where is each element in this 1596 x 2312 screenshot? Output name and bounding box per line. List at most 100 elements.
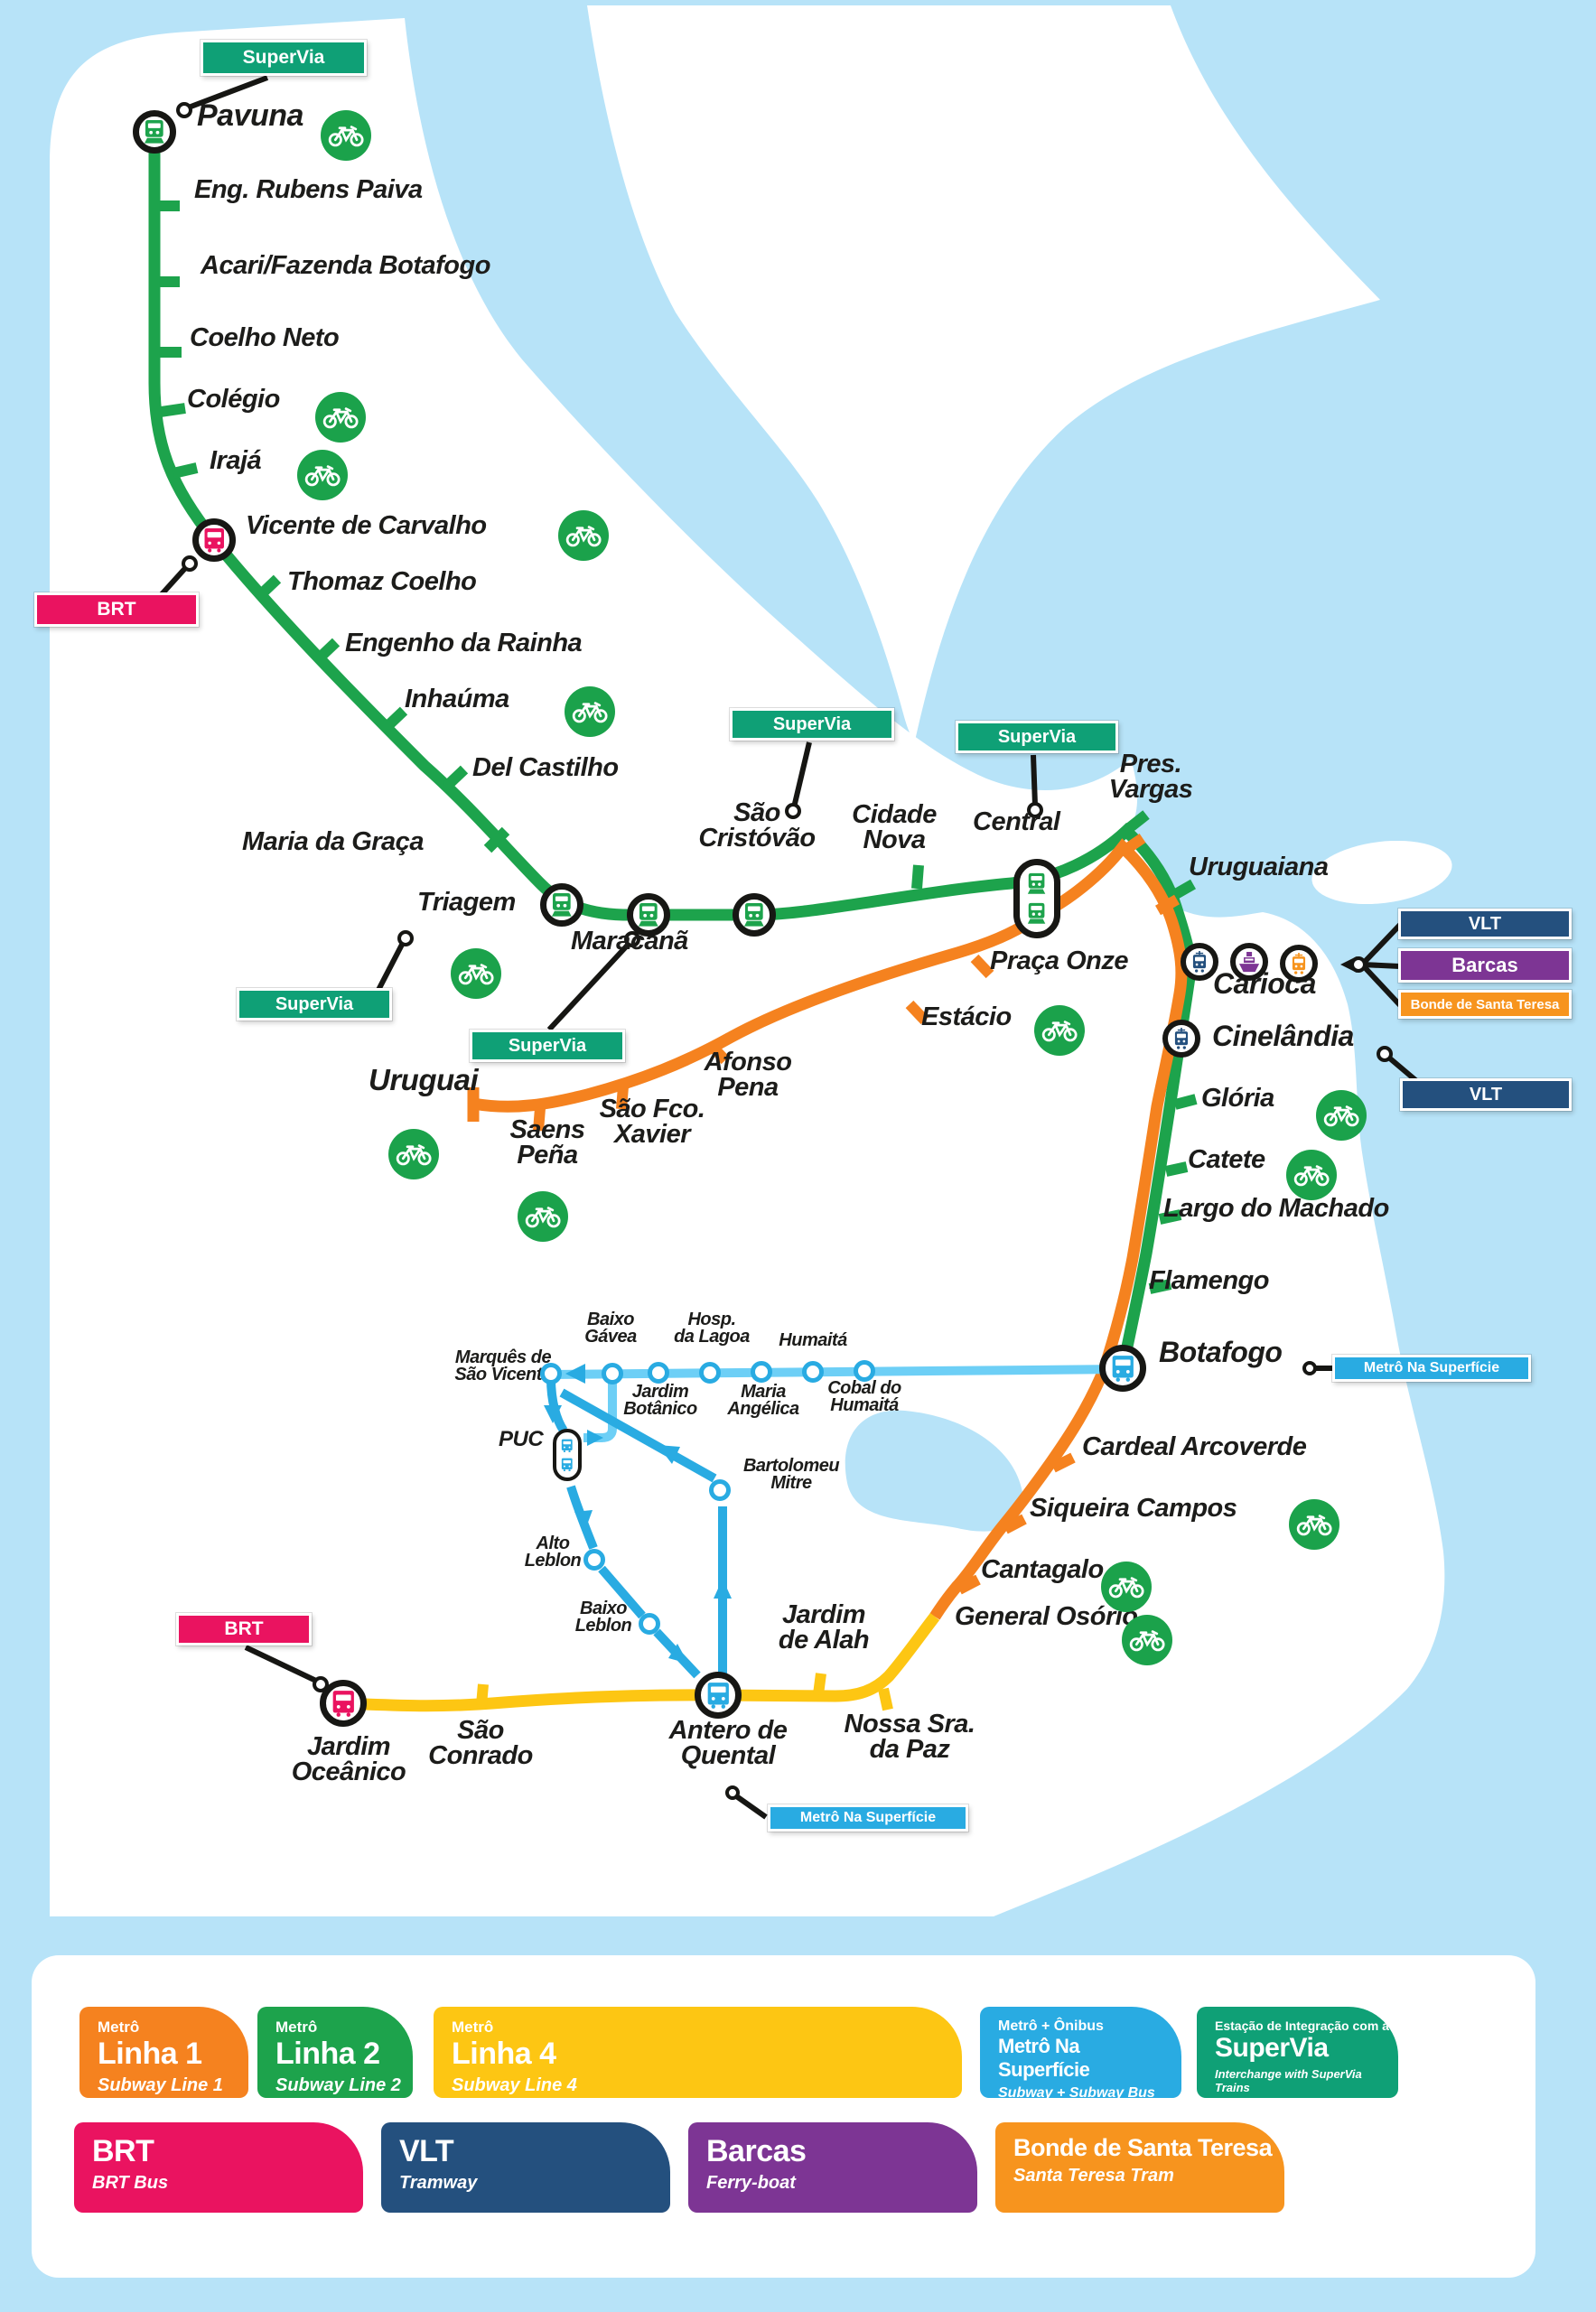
station-marker-carioca-barcas <box>1230 943 1268 981</box>
station-label-acari-fazenda-botafogo: Acari/Fazenda Botafogo <box>201 251 490 280</box>
linha-4-ticks <box>476 1673 893 1711</box>
station-label-uruguai: Uruguai <box>369 1063 479 1096</box>
bicycle-glyph <box>565 526 602 547</box>
ferry-icon <box>1237 951 1261 973</box>
legend-card-title: Bonde de Santa Teresa <box>1013 2134 1273 2161</box>
badge-vlt: VLT <box>1398 909 1572 939</box>
station-label-cantagalo: Cantagalo <box>981 1555 1104 1584</box>
station-label-hosp-da-lagoa: Hosp. da Lagoa <box>674 1310 750 1347</box>
station-label-maracana: Maracanã <box>571 927 688 956</box>
station-marker-pavuna <box>133 110 176 154</box>
station-label-sao-cristovao: São Cristóvão <box>698 798 816 853</box>
bicycle-glyph <box>1129 1630 1165 1652</box>
bicycle-glyph <box>1296 1515 1332 1536</box>
station-label-antero-de-quental: Antero de Quental <box>668 1716 788 1771</box>
legend-card-subtitle: BRT Bus <box>92 2173 169 2193</box>
station-label-humaita: Humaitá <box>779 1330 847 1350</box>
bicycle-icon <box>518 1191 568 1242</box>
station-label-vicente-de-carvalho: Vicente de Carvalho <box>246 511 487 540</box>
bicycle-icon <box>1289 1499 1339 1550</box>
bus-icon <box>706 1682 731 1709</box>
linha-4-route <box>342 1613 940 1712</box>
badge-bonde-de-santa-teresa: Bonde de Santa Teresa <box>1398 990 1572 1019</box>
station-label-praca-onze: Praça Onze <box>990 946 1128 975</box>
legend-card-subtitle: Subway Line 1 <box>98 2075 223 2095</box>
bicycle-icon <box>1101 1562 1152 1612</box>
islet-land <box>1311 840 1452 905</box>
station-label-flamengo: Flamengo <box>1149 1266 1269 1295</box>
bicycle-glyph <box>1041 1021 1078 1042</box>
train-icon <box>1027 872 1046 895</box>
station-marker-triagem <box>540 883 583 927</box>
bicycle-icon <box>1286 1150 1337 1200</box>
train-icon <box>638 902 659 928</box>
station-label-catete: Catete <box>1188 1145 1265 1174</box>
badge-brt: BRT <box>34 592 199 627</box>
station-marker-cobal-do-humaita <box>854 1360 875 1382</box>
legend-card-tag: Estação de Integração com a <box>1215 2018 1389 2033</box>
legend-card-subtitle: Santa Teresa Tram <box>1013 2166 1174 2186</box>
linha-1-route <box>471 838 1188 1620</box>
station-marker-maracana <box>627 893 670 937</box>
bicycle-icon <box>565 686 615 737</box>
bus-icon <box>561 1439 574 1452</box>
station-marker-sao-cristovao <box>733 893 776 937</box>
badge-metro-na-superficie: Metrô Na Superfície <box>1332 1355 1531 1382</box>
legend-card-title: Linha 4 <box>452 2037 556 2071</box>
bicycle-glyph <box>396 1144 432 1166</box>
station-marker-central <box>1013 859 1060 938</box>
bicycle-glyph <box>1293 1165 1330 1187</box>
bicycle-icon <box>1316 1090 1367 1141</box>
station-label-estacio: Estácio <box>921 1002 1012 1031</box>
station-label-sao-fco-xavier: São Fco. Xavier <box>599 1095 705 1150</box>
station-label-botafogo: Botafogo <box>1159 1336 1283 1368</box>
station-label-pres-vargas: Pres. Vargas <box>1108 750 1193 805</box>
station-label-siqueira-campos: Siqueira Campos <box>1030 1494 1237 1523</box>
legend-card-tag: Metrô + Ônibus <box>998 2018 1104 2034</box>
badge-supervia: SuperVia <box>201 40 367 76</box>
station-label-iraja: Irajá <box>210 446 262 475</box>
linha-2-route <box>148 132 1197 1370</box>
station-label-uruguaiana: Uruguaiana <box>1189 853 1329 881</box>
bicycle-glyph <box>304 465 341 487</box>
tram-icon <box>1290 952 1308 974</box>
bicycle-glyph <box>1108 1577 1144 1599</box>
bicycle-icon <box>315 392 366 443</box>
station-label-inhauma: Inhaúma <box>405 685 509 713</box>
badge-supervia: SuperVia <box>956 721 1118 753</box>
station-marker-carioca-bonde <box>1280 945 1318 983</box>
legend-card-tag: Metrô <box>452 2018 494 2036</box>
station-marker-baixo-leblon <box>639 1613 660 1635</box>
badge-barcas: Barcas <box>1398 948 1572 983</box>
station-marker-bartolomeu-mitre <box>709 1479 731 1501</box>
mns-route-main <box>550 1365 1124 1379</box>
station-label-colegio: Colégio <box>187 385 280 414</box>
legend-card-title: SuperVia <box>1215 2033 1329 2063</box>
legend-card-title: Metrô Na Superfície <box>998 2035 1090 2081</box>
peninsula-land <box>587 5 1380 741</box>
badge-supervia: SuperVia <box>470 1030 625 1062</box>
station-marker-antero-de-quental <box>695 1672 742 1719</box>
station-label-jardim-oceanico: Jardim Oceânico <box>291 1732 406 1787</box>
station-label-sao-conrado: São Conrado <box>428 1716 533 1771</box>
bus-icon <box>1111 1355 1135 1382</box>
train-icon <box>551 892 573 918</box>
station-label-bartolomeu-mitre: Bartolomeu Mitre <box>742 1456 840 1494</box>
legend-card-title: Barcas <box>706 2134 807 2168</box>
station-marker-jardim-oceanico <box>320 1680 367 1727</box>
station-label-coelho-neto: Coelho Neto <box>190 323 340 352</box>
station-label-cardeal-arcoverde: Cardeal Arcoverde <box>1082 1432 1307 1461</box>
bicycle-glyph <box>322 407 359 429</box>
station-label-jardim-de-alah: Jardim de Alah <box>778 1600 870 1655</box>
train-icon <box>1027 902 1046 925</box>
legend-card-subtitle: Subway Line 2 <box>275 2075 401 2095</box>
station-label-del-castilho: Del Castilho <box>472 753 619 782</box>
